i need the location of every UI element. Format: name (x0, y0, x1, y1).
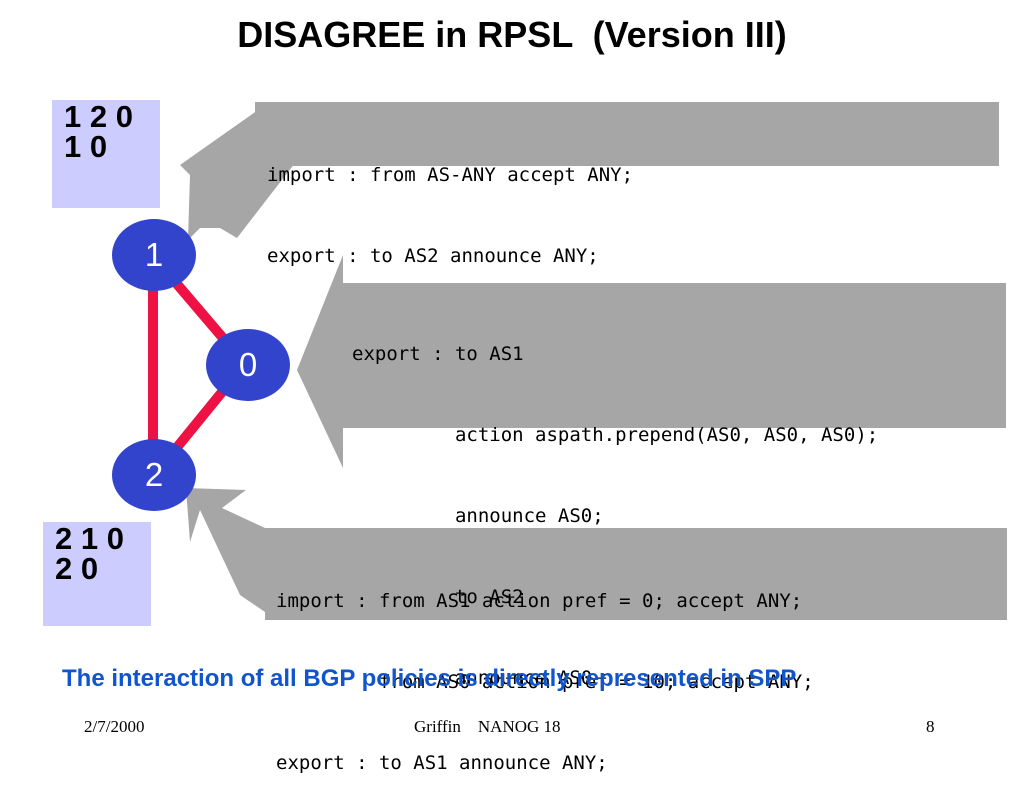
policy-line: import : from AS-ANY accept ANY; (267, 164, 634, 186)
footer-date: 2/7/2000 (84, 717, 145, 736)
policy-line: from AS0 action pref = 10; accept ANY; (276, 671, 814, 693)
node-2-label: 2 (144, 456, 164, 493)
callout-node1-box (255, 102, 999, 166)
path-list-node2: 2 1 0 2 0 (43, 522, 151, 626)
callout-node0-shape (297, 255, 1006, 468)
callout-node1-arrow (180, 110, 305, 240)
callout-node1 (180, 102, 999, 240)
callout-node0 (297, 255, 1006, 468)
callout-node2 (186, 488, 1007, 620)
policy-line: action aspath.prepend(AS0, AS0, AS0); (352, 424, 879, 446)
callout-node2-box (265, 528, 1007, 620)
footer-page-number: 8 (926, 717, 935, 736)
path-list-node1: 1 2 0 1 0 (52, 100, 160, 208)
path-entry: 2 0 (55, 551, 99, 586)
policy-line: to AS2 (352, 586, 524, 608)
callout-node2-arrow (186, 488, 265, 612)
policy-line: export : to AS2 announce ANY; (267, 245, 599, 267)
node-1-label: 1 (144, 236, 164, 273)
policy-line: announce AS0 (352, 667, 593, 689)
footer-center: Griffin NANOG 18 (414, 717, 561, 736)
node-0-circle (206, 329, 290, 401)
path-entry: 1 2 0 (64, 99, 133, 134)
policy-line: announce AS0; (352, 505, 604, 527)
policy-node1: import : from AS-ANY accept ANY; export … (267, 108, 633, 297)
node-0-label: 0 (238, 346, 258, 383)
policy-line: import : from AS1 action pref = 0; accep… (276, 590, 803, 612)
policy-node0: export : to AS1 action aspath.prepend(AS… (352, 287, 878, 719)
caption: The interaction of all BGP policies is d… (62, 665, 797, 692)
policy-diagram (112, 102, 1007, 620)
node-1-circle (112, 219, 196, 291)
slide-title: DISAGREE in RPSL (Version III) (237, 14, 787, 55)
path-entry: 1 0 (64, 129, 108, 164)
node-2-circle (112, 439, 196, 511)
path-entry: 2 1 0 (55, 521, 124, 556)
policy-line: export : to AS1 (352, 343, 524, 365)
policy-line: export : to AS1 announce ANY; (276, 752, 608, 774)
